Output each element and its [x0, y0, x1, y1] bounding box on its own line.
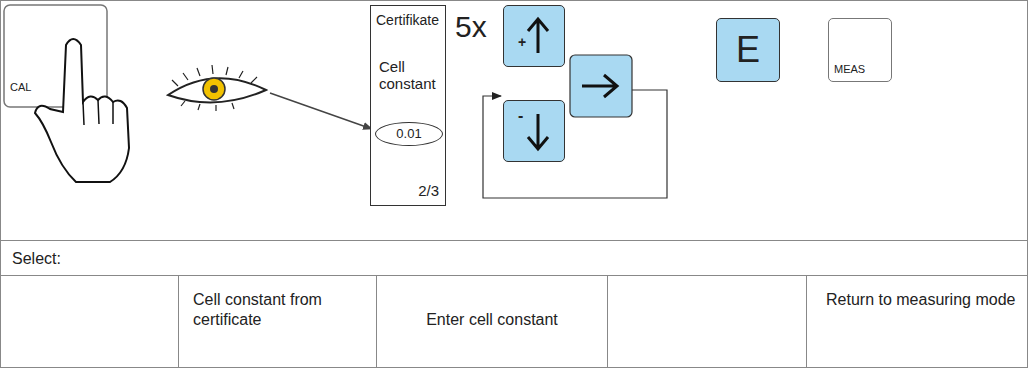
up-key: + — [503, 5, 565, 67]
hand-illustration — [35, 39, 129, 182]
select-heading: Select: — [12, 249, 61, 269]
key-text: CAL — [10, 81, 31, 94]
key-text: + — [518, 34, 526, 50]
row-line — [0, 275, 1028, 276]
table-cell: Cell constant from certificate — [193, 290, 363, 330]
cell-line — [376, 275, 377, 368]
enter-key: E — [716, 18, 780, 82]
down-key: - — [503, 100, 565, 162]
display-screen: CertifikateCell constant 2/3 0.01 — [370, 5, 446, 206]
key-text: - — [518, 107, 523, 125]
key-text: E — [717, 29, 779, 70]
meas-key: MEAS — [828, 18, 892, 82]
eye-iris — [203, 78, 225, 100]
table-cell: Enter cell constant — [378, 310, 606, 330]
eye-outline — [168, 78, 266, 102]
finger-lines — [83, 100, 113, 125]
key-text: Cell constant — [379, 58, 441, 93]
key-text: Certifikate — [376, 12, 439, 28]
cell-line — [806, 275, 807, 368]
cell-line — [178, 275, 179, 368]
right-key — [570, 55, 632, 117]
key-text: MEAS — [834, 63, 865, 76]
eye-pupil — [210, 85, 218, 93]
key-text: 0.01 — [376, 127, 442, 142]
cal-key: CAL — [4, 5, 107, 107]
table-cell: Return to measuring mode — [826, 290, 1016, 310]
cal-key-outline — [4, 5, 107, 107]
row-line — [0, 240, 1028, 241]
cell-line — [607, 275, 608, 368]
value-oval: 0.01 — [375, 122, 443, 146]
sight-arrow — [270, 93, 372, 129]
right-arrow-symbol — [582, 75, 617, 97]
repeat-count: 5x — [455, 8, 487, 46]
eyelashes — [172, 65, 257, 111]
key-text: 2/3 — [418, 182, 439, 199]
